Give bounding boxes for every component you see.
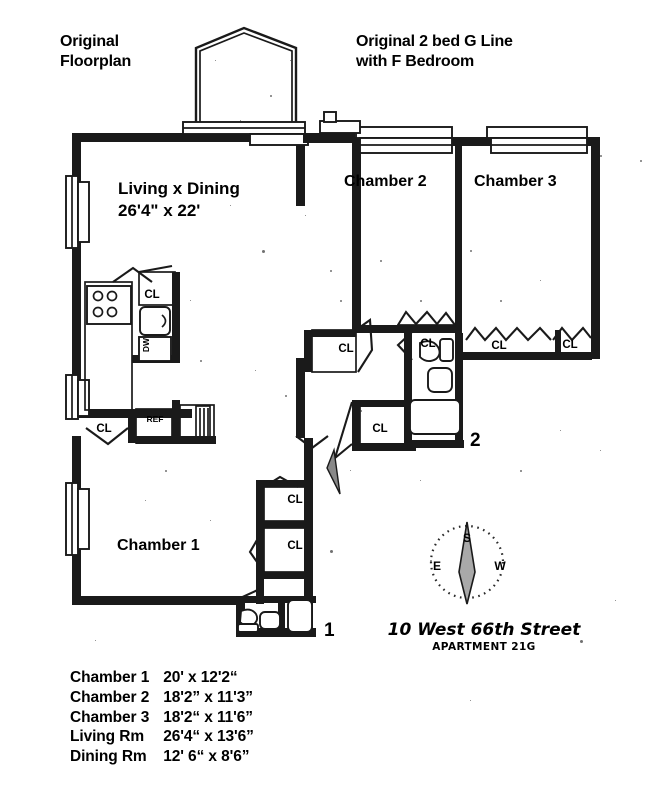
scan-speck (190, 300, 191, 301)
scan-speck (330, 270, 332, 272)
dishwasher-label: DW (141, 337, 151, 352)
window-living-left-upper (66, 176, 89, 248)
closet-doors-chamber2 (398, 312, 455, 326)
scan-speck (305, 215, 306, 216)
address-block: 10 West 66th Street APARTMENT 21G (384, 620, 584, 653)
scan-speck (340, 300, 342, 302)
scan-speck (380, 260, 382, 262)
scan-speck (470, 700, 471, 701)
dimensions-table: Chamber 120' x 12'2“Chamber 218'2” x 11'… (70, 668, 254, 767)
dimension-room-name: Chamber 1 (70, 668, 163, 688)
window-living-upper-right (320, 112, 360, 133)
scan-speck (255, 370, 256, 371)
scan-speck (215, 60, 216, 61)
closet-chamber3-main: CL (491, 340, 506, 352)
room-label-chamber-1: Chamber 1 (117, 537, 200, 554)
compass-rose: S E W (431, 522, 506, 604)
dimension-room-size: 18'2” x 11'3” (163, 688, 254, 708)
scan-speck (420, 480, 421, 481)
dimension-room-size: 12' 6“ x 8'6” (163, 747, 254, 767)
room-label-living-dining: Living x Dining (118, 179, 240, 198)
scan-speck (200, 360, 202, 362)
dimension-row: Chamber 318'2“ x 11'6” (70, 708, 254, 728)
scan-speck (230, 205, 231, 206)
scan-speck (500, 300, 502, 302)
bath-marker-1: 1 (324, 620, 335, 641)
scan-speck (262, 250, 265, 253)
refrigerator-label: REF (147, 414, 164, 424)
dimension-room-name: Living Rm (70, 727, 163, 747)
dimension-room-size: 26'4“ x 13'6” (163, 727, 254, 747)
scan-speck (95, 640, 96, 641)
compass-letter-left: E (433, 559, 441, 573)
scan-speck (270, 95, 272, 97)
terrace (196, 28, 296, 132)
dimension-room-name: Chamber 3 (70, 708, 163, 728)
scan-speck (470, 250, 472, 252)
scan-speck (640, 160, 642, 162)
scan-speck (420, 300, 422, 302)
window-chamber1-left (66, 483, 89, 555)
scan-speck (540, 280, 541, 281)
scan-speck (210, 520, 211, 521)
scan-speck (560, 430, 561, 431)
dimension-room-size: 20' x 12'2“ (163, 668, 254, 688)
bathroom-markers: 21 (324, 430, 481, 641)
compass-letter-right: W (494, 559, 506, 573)
scan-speck (360, 410, 362, 412)
closet-living-kitchen: CL (144, 289, 159, 301)
dimension-row: Chamber 218'2” x 11'3” (70, 688, 254, 708)
dimension-row: Living Rm26'4“ x 13'6” (70, 727, 254, 747)
closet-chamber2: CL (420, 338, 435, 350)
scan-speck (600, 155, 602, 157)
window-chamber2 (356, 127, 452, 153)
bath-marker-2: 2 (470, 430, 481, 451)
dimension-room-name: Dining Rm (70, 747, 163, 767)
scan-speck (580, 640, 583, 643)
street-address: 10 West 66th Street (384, 620, 584, 640)
scan-speck (145, 500, 146, 501)
window-chamber3 (487, 127, 587, 153)
scan-speck (240, 120, 241, 121)
scan-speck (520, 470, 522, 472)
hall-closets (304, 320, 416, 458)
room-labels: Living x Dining 26'4" x 22' Chamber 2 Ch… (117, 173, 557, 554)
dimension-room-name: Chamber 2 (70, 688, 163, 708)
scan-speck (615, 600, 616, 601)
scan-speck (350, 470, 351, 471)
scan-speck (165, 470, 167, 472)
scan-speck (600, 450, 601, 451)
scan-speck (430, 560, 432, 562)
apartment-number: APARTMENT 21G (384, 641, 584, 653)
room-dimension-living-dining: 26'4" x 22' (118, 201, 200, 220)
compass-letter-top: S (463, 531, 471, 545)
closet-hall-a: CL (338, 343, 353, 355)
dimension-room-size: 18'2“ x 11'6” (163, 708, 254, 728)
room-label-chamber-2: Chamber 2 (344, 173, 427, 190)
closet-chamber1-lower: CL (287, 540, 302, 552)
closet-foyer-west: CL (96, 423, 111, 435)
scan-speck (330, 550, 333, 553)
scan-speck (285, 395, 287, 397)
dimension-row: Chamber 120' x 12'2“ (70, 668, 254, 688)
kitchen (85, 266, 180, 410)
scan-speck (290, 60, 291, 61)
closet-chamber1-upper: CL (287, 494, 302, 506)
room-label-chamber-3: Chamber 3 (474, 173, 557, 190)
dimension-row: Dining Rm12' 6“ x 8'6” (70, 747, 254, 767)
closet-hall-b: CL (372, 423, 387, 435)
closet-chamber3-small: CL (562, 339, 577, 351)
